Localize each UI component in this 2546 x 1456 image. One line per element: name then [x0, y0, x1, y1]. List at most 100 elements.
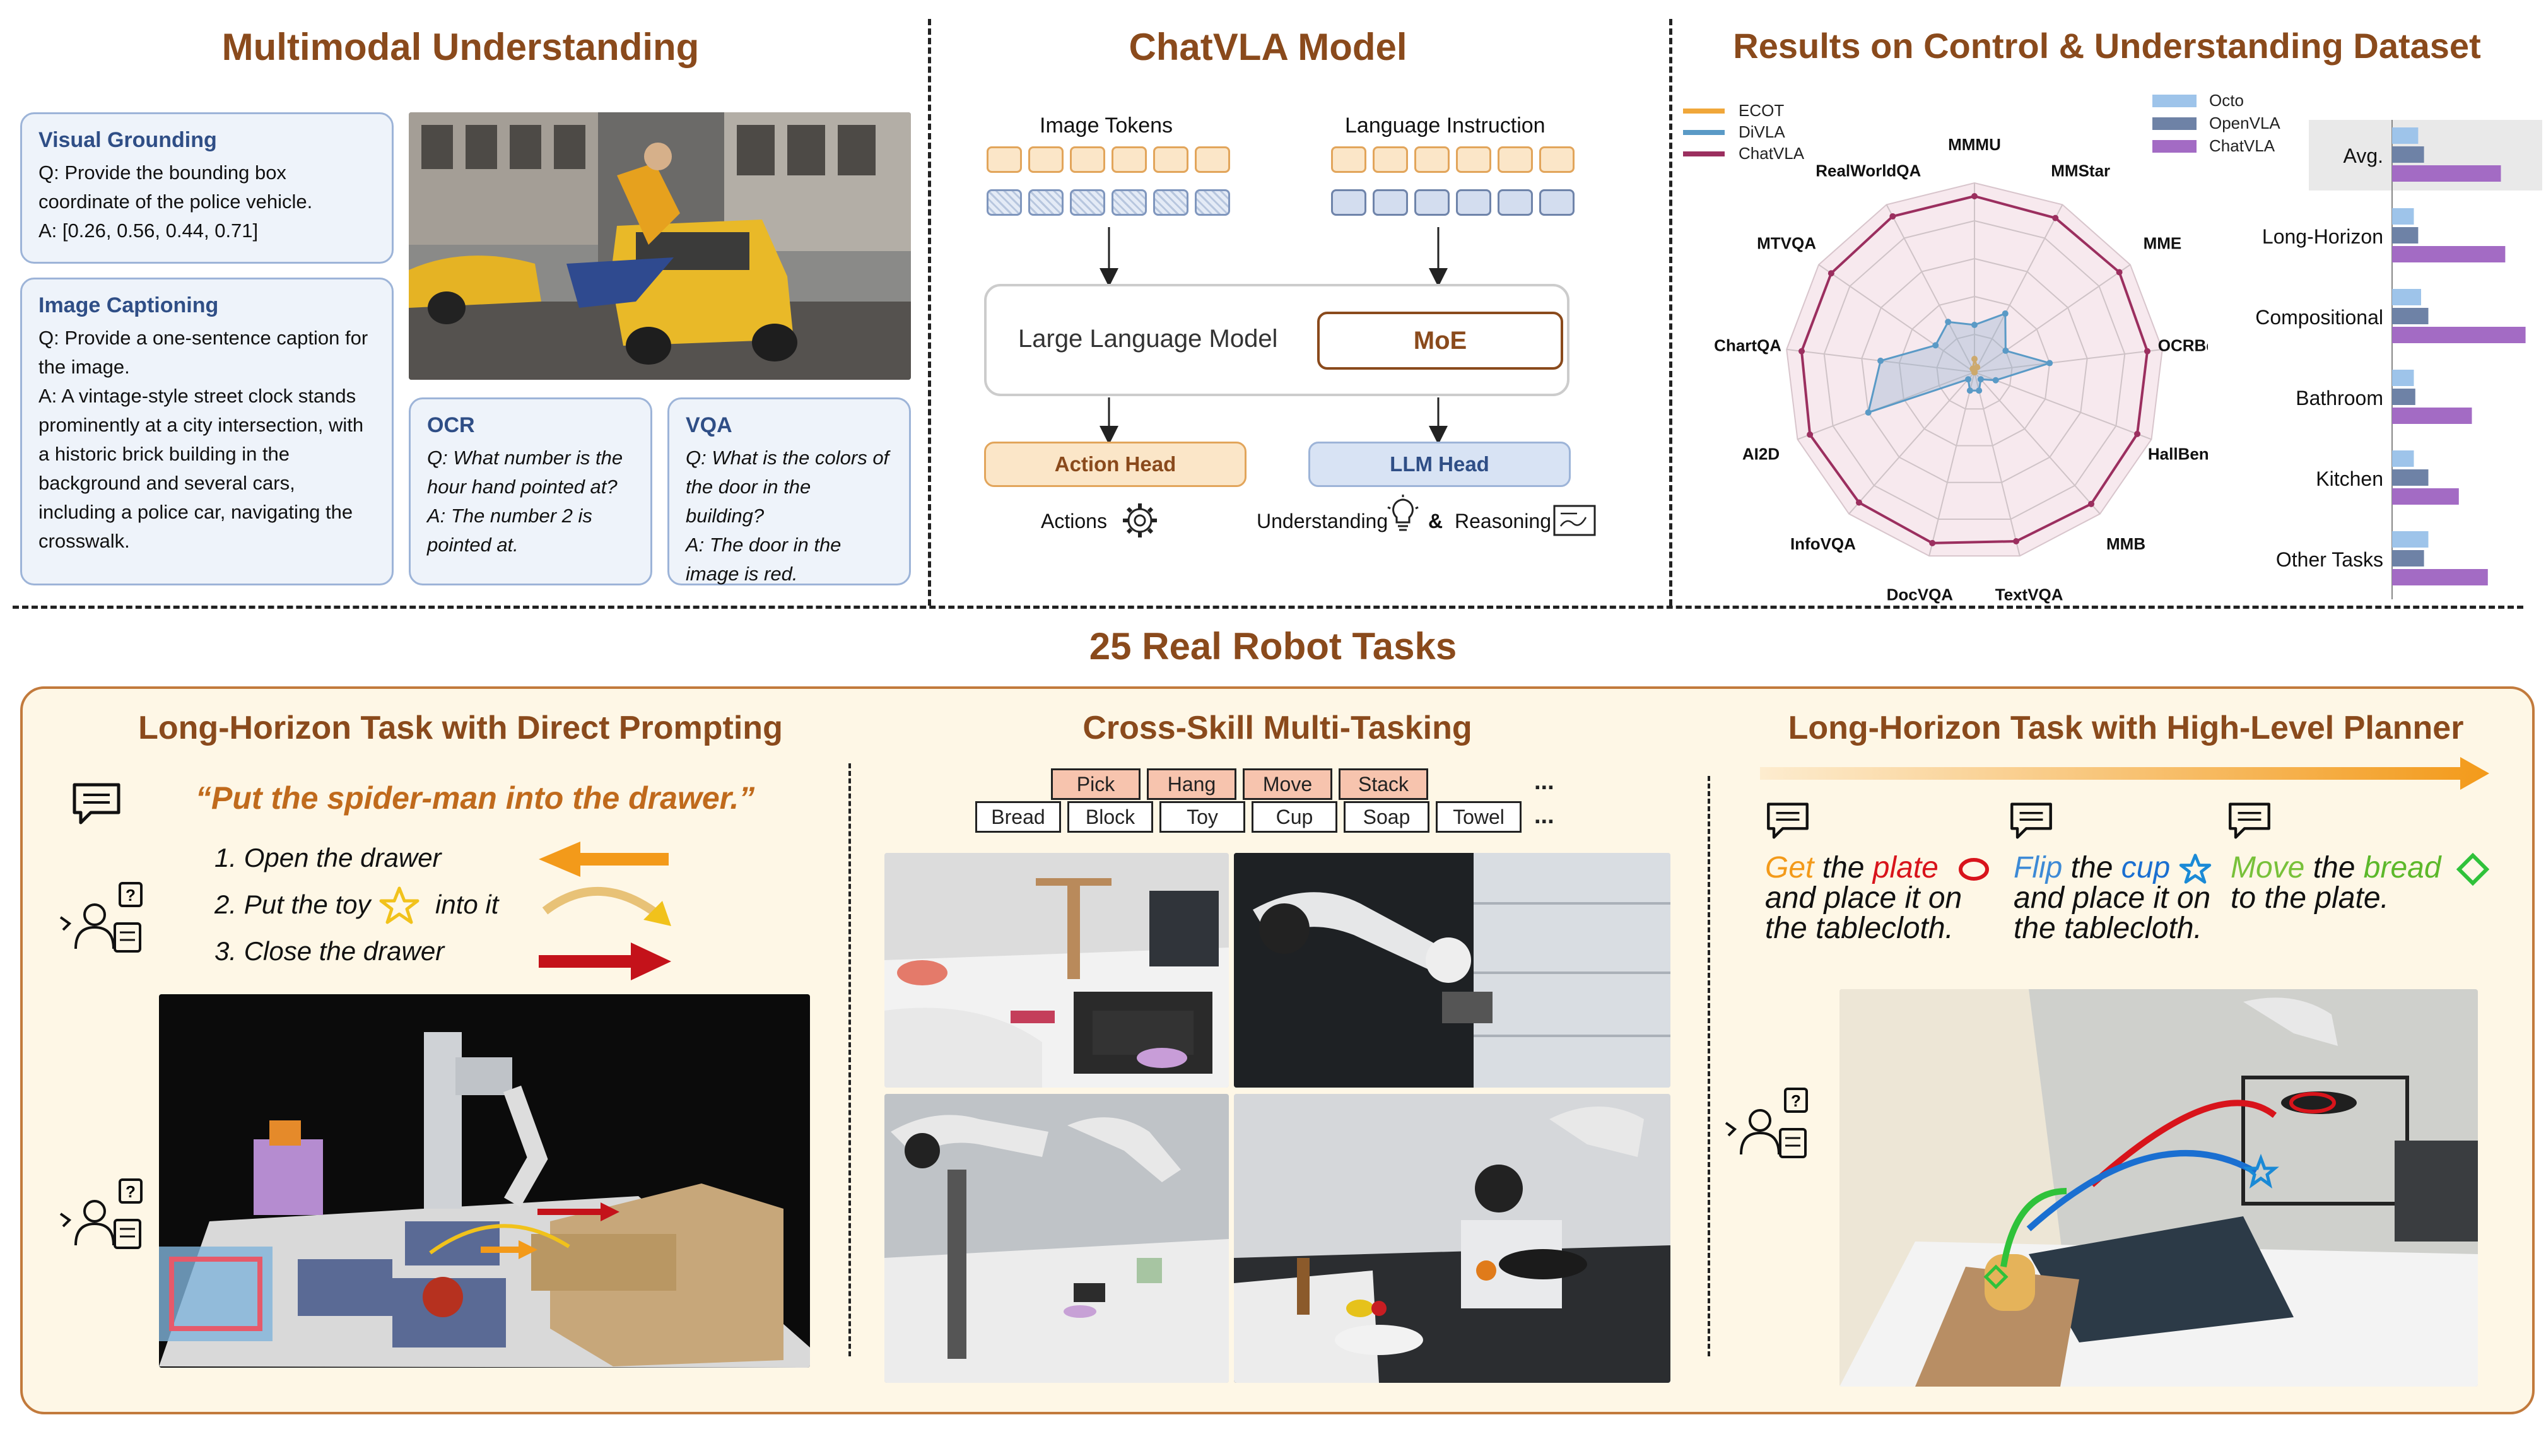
bar-category-label: Compositional: [2255, 306, 2383, 329]
radar-axis-label: ChartQA: [1714, 336, 1781, 355]
vqa-q: Q: What is the colors of the door in the…: [686, 447, 889, 527]
moe-label: MoE: [1413, 327, 1467, 355]
noun-tag: Bread: [975, 801, 1061, 833]
bar-chatvla: [2392, 246, 2506, 262]
radar-spoke: [1818, 264, 1975, 373]
radar-series-chatvla: [1800, 194, 2149, 544]
plan-3-rest1: to the plate.: [2231, 881, 2389, 915]
bar-chatvla: [2392, 488, 2459, 505]
bar-openvla: [2392, 146, 2424, 163]
svg-text:?: ?: [1791, 1091, 1801, 1110]
language-token: [1498, 146, 1533, 173]
legend-label-chatvla: ChatVLA: [1739, 144, 1805, 163]
image-captioning-q: Q: Provide a one-sentence caption for th…: [38, 327, 368, 378]
language-token: [1331, 189, 1366, 216]
legend-label-octo: Octo: [2209, 91, 2244, 110]
radar-axis-label: AI2D: [1742, 444, 1780, 463]
legend-label-ecot: ECOT: [1739, 101, 1785, 120]
bar-category-label: Long-Horizon: [2262, 225, 2383, 248]
radar-axis-label: InfoVQA: [1790, 534, 1856, 553]
image-token: [1195, 189, 1230, 216]
radar-spoke: [1848, 372, 1975, 515]
multimodal-title: Multimodal Understanding: [221, 26, 700, 68]
plan-3-obj: bread: [2363, 851, 2441, 884]
radar-point: [1976, 387, 1983, 394]
amp-label: &: [1428, 510, 1443, 532]
plan-step-3: Move the bread to the plate.: [2231, 853, 2441, 913]
radar-point: [1977, 376, 1984, 383]
plan-step-1: Get the plate and place it on the tablec…: [1765, 853, 1962, 944]
step-1: 1. Open the drawer: [214, 843, 442, 872]
radar-point: [2144, 348, 2150, 355]
robot-divider-2: [1708, 776, 1710, 1356]
vqa-title: VQA: [686, 413, 732, 437]
visual-grounding-card: Visual Grounding Q: Provide the bounding…: [20, 112, 394, 264]
noun-tag: Soap: [1344, 801, 1429, 833]
step-2a: 2. Put the toy: [214, 889, 371, 919]
radar-axis-label: MMMU: [1948, 135, 2001, 154]
bar-category-label: Kitchen: [2316, 467, 2383, 490]
legend-swatch-ecot: [1683, 109, 1725, 114]
language-token: [1456, 146, 1491, 173]
gear-icon: [1123, 503, 1157, 537]
blue-star-icon: [2179, 854, 2212, 884]
verb-tag: Hang: [1147, 768, 1236, 800]
image-token: [1112, 146, 1147, 173]
plan-3-verb: Move: [2231, 851, 2305, 884]
radar-point: [1965, 376, 1972, 383]
language-token: [1414, 146, 1450, 173]
radar-point: [2002, 310, 2009, 317]
chat-bubble-icon: [1767, 802, 1809, 839]
verb-tag: Stack: [1339, 768, 1428, 800]
svg-text:?: ?: [126, 1182, 136, 1201]
step-2b: into it: [435, 889, 499, 919]
image-captioning-title: Image Captioning: [38, 293, 219, 317]
verb-ellipsis: ...: [1534, 768, 1554, 795]
noun-tag: Towel: [1436, 801, 1522, 833]
llm-label: Large Language Model: [1018, 325, 1278, 353]
llm-head-label: LLM Head: [1390, 452, 1489, 476]
street-photo-svg: [409, 112, 911, 380]
language-token: [1539, 189, 1575, 216]
bar-chatvla: [2392, 408, 2472, 424]
chat-bubble-icon: [73, 783, 120, 825]
divider-2: [1669, 19, 1672, 606]
bar-octo: [2392, 370, 2414, 386]
noun-tag: Cup: [1252, 801, 1337, 833]
radar-point: [1969, 365, 1976, 372]
divider-horizontal: [13, 606, 2523, 609]
action-head-label: Action Head: [1054, 452, 1176, 476]
bar-openvla: [2392, 389, 2415, 405]
legend-label-divla: DiVLA: [1739, 122, 1785, 141]
plan-2-obj: cup: [2121, 851, 2171, 884]
green-diamond-icon: [2456, 853, 2489, 886]
legend-swatch-chatvla-bar: [2152, 140, 2197, 153]
bar-openvla: [2392, 227, 2419, 244]
visual-grounding-q: Q: Provide the bounding box coordinate o…: [38, 161, 313, 213]
bar-category-label: Bathroom: [2296, 387, 2383, 409]
legend-label-openvla: OpenVLA: [2209, 114, 2280, 132]
verb-tag: Pick: [1051, 768, 1141, 800]
language-token: [1539, 146, 1575, 173]
bar-openvla: [2392, 469, 2429, 486]
quote-text: “Put the spider-man into the drawer.”: [196, 780, 755, 816]
radar-point: [1889, 213, 1896, 220]
plan-1-rest1: and place it on: [1765, 881, 1962, 915]
radar-point: [1855, 499, 1862, 506]
radar-point: [2088, 500, 2095, 507]
noun-tag: Toy: [1159, 801, 1245, 833]
direction-arrows: [539, 842, 671, 980]
ocr-q: Q: What number is the hour hand pointed …: [427, 447, 623, 498]
radar-spoke: [1886, 204, 1975, 373]
bar-category-label: Other Tasks: [2276, 548, 2383, 571]
legend-swatch-chatvla: [1683, 151, 1725, 156]
radar-point: [1945, 319, 1952, 326]
kitchen-photo: [1234, 1094, 1670, 1383]
radar-point: [2116, 269, 2123, 276]
bar-octo: [2392, 450, 2414, 467]
bar-octo: [2392, 208, 2414, 225]
image-captioning-card: Image Captioning Q: Provide a one-senten…: [20, 278, 394, 585]
radar-grid: [1861, 257, 2088, 483]
plan-2-mid: the: [2062, 851, 2121, 884]
vqa-card: VQA Q: What is the colors of the door in…: [667, 397, 911, 585]
